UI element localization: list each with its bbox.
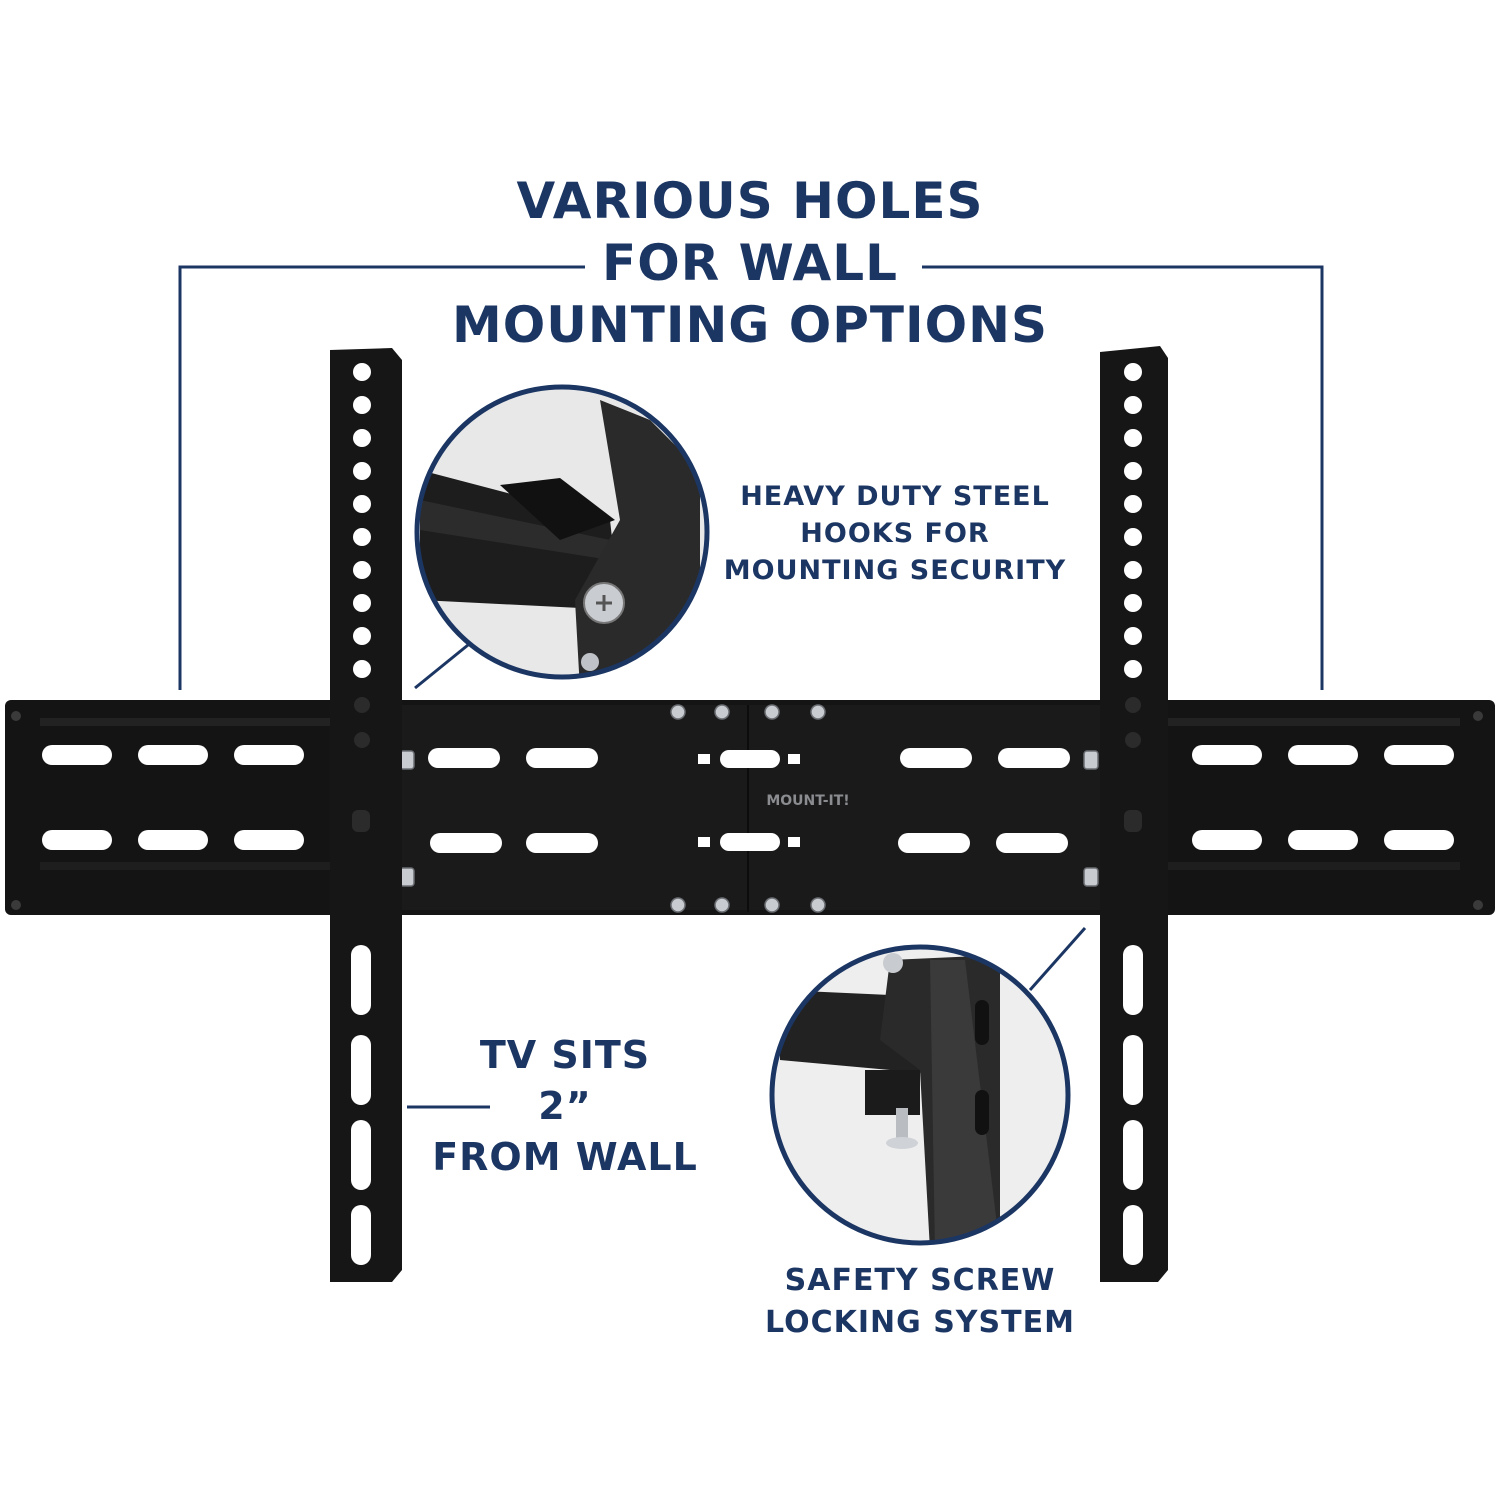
heading-line-2: FOR WALL [602,234,898,292]
plate-slots [42,745,1454,853]
heading-line-3: MOUNTING OPTIONS [452,296,1048,354]
safety-line-2: LOCKING SYSTEM [765,1305,1075,1340]
heading-line-1: VARIOUS HOLES [516,172,984,230]
plate-screws [399,704,1099,913]
wall-plate [5,700,1495,915]
distance-line-1: TV SITS [479,1033,651,1077]
hooks-line-1: HEAVY DUTY STEEL [740,481,1050,512]
hooks-callout-text: HEAVY DUTY STEEL HOOKS FOR MOUNTING SECU… [695,478,1095,589]
hooks-line-3: MOUNTING SECURITY [723,555,1067,586]
heading-bracket-lines [178,265,1324,690]
distance-line-3: FROM WALL [432,1135,698,1179]
right-vertical-arm [1100,346,1168,1282]
hook-zoom-detail [414,384,710,690]
distance-callout-text: TV SITS 2” FROM WALL [400,1030,730,1183]
distance-line-2: 2” [538,1084,592,1128]
safety-line-1: SAFETY SCREW [784,1263,1056,1298]
safety-screw-zoom-detail [769,927,1087,1246]
left-vertical-arm [330,348,402,1282]
safety-callout-text: SAFETY SCREW LOCKING SYSTEM [730,1260,1110,1344]
plate-end-holes [11,711,1483,910]
main-heading: VARIOUS HOLES FOR WALL MOUNTING OPTIONS [0,170,1500,356]
hooks-line-2: HOOKS FOR [800,518,990,549]
brand-logo: MOUNT-IT! [766,793,849,809]
